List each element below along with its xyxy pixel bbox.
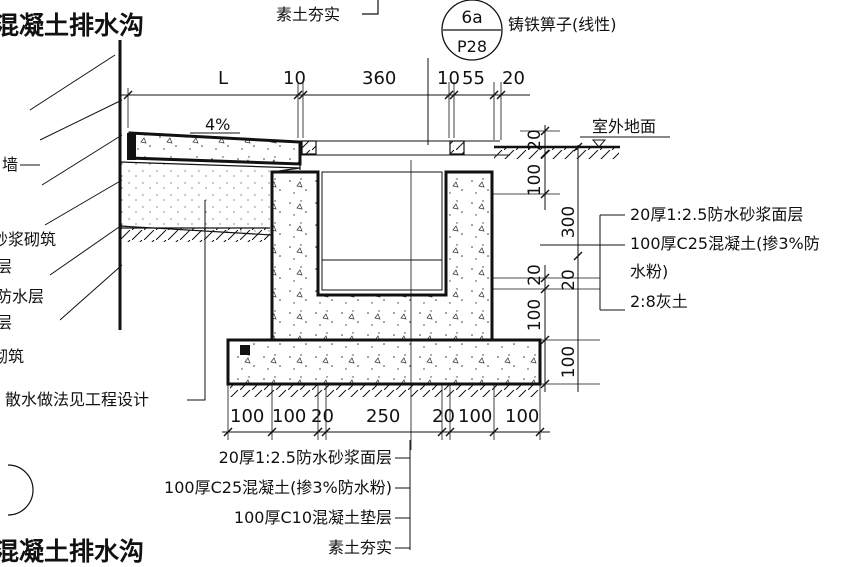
dim-bottom-100a: 100	[230, 406, 264, 427]
dim-bottom-100c: 100	[458, 406, 492, 427]
dim-right-100c: 100	[559, 346, 579, 378]
dim-right-20c: 20	[559, 269, 579, 291]
right-dimension-line	[492, 125, 600, 392]
dim-top-20: 20	[502, 68, 525, 89]
dim-bottom-100b: 100	[272, 406, 306, 427]
left-note-waterproof: 防水层	[0, 287, 44, 306]
right-note-4: 2:8灰土	[630, 292, 688, 311]
detail-reference: 6a P28	[427, 0, 503, 145]
right-note-3: 水粉)	[630, 262, 668, 281]
dim-bottom-250: 250	[366, 406, 400, 427]
title-bottom: 混凝土排水沟	[0, 537, 144, 566]
dim-right-20a: 20	[525, 129, 545, 151]
dim-top-10b: 10	[437, 68, 460, 89]
dim-top-L: L	[218, 68, 228, 89]
detail-number: 6a	[461, 8, 482, 28]
left-note-mortar: 砂浆砌筑	[0, 230, 56, 249]
bottom-note-4: 素土夯实	[328, 538, 392, 557]
dim-top-55: 55	[462, 68, 485, 89]
dim-top-10a: 10	[283, 68, 306, 89]
ground-label: 室外地面	[592, 117, 656, 136]
dim-right-100b: 100	[525, 299, 545, 331]
dim-right-20b: 20	[525, 264, 545, 286]
bottom-note-3: 100厚C10混凝土垫层	[234, 508, 392, 527]
dim-bottom-20a: 20	[311, 406, 334, 427]
dim-right-100a: 100	[525, 164, 545, 196]
grate-label: 铸铁箅子(线性)	[508, 15, 617, 34]
dim-bottom-100d: 100	[505, 406, 539, 427]
bottom-dimension-line	[222, 385, 550, 440]
dim-right-300: 300	[559, 206, 579, 238]
bottom-note-1: 20厚1:2.5防水砂浆面层	[219, 448, 392, 467]
top-note: 素土夯实	[276, 5, 340, 24]
left-note-layer-b: 层	[0, 313, 12, 332]
title-top: 混凝土排水沟	[0, 11, 144, 40]
top-dimension-line	[120, 82, 530, 140]
right-note-2: 100厚C25混凝土(掺3%防	[630, 234, 820, 253]
wall-leaders	[29, 54, 123, 321]
slope-label: 4%	[205, 115, 230, 134]
detail-page: P28	[457, 37, 487, 56]
dim-bottom-20b: 20	[432, 406, 455, 427]
apron-note: 散水做法见工程设计	[5, 390, 149, 409]
left-note-masonry: 砌筑	[0, 347, 24, 366]
right-note-leaders	[540, 214, 625, 311]
bottom-note-leaders	[395, 440, 411, 550]
bottom-note-2: 100厚C25混凝土(掺3%防水粉)	[164, 478, 392, 497]
right-note-1: 20厚1:2.5防水砂浆面层	[630, 205, 803, 224]
left-note-wall: 墙	[2, 155, 18, 174]
left-note-layer-a: 层	[0, 257, 12, 276]
dim-top-360: 360	[362, 68, 396, 89]
